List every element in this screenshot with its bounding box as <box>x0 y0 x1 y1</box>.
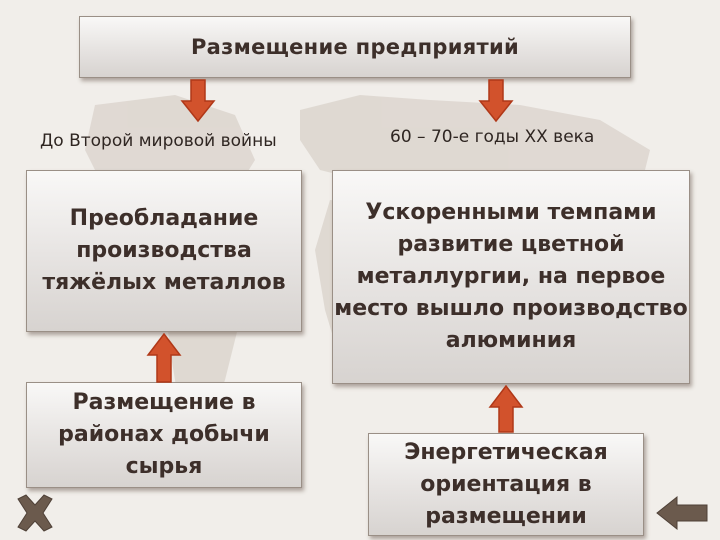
arrow-up-right <box>488 385 524 433</box>
arrow-down-right <box>478 79 514 123</box>
arrow-down-left <box>180 79 216 123</box>
box-raw-materials: Размещение в районах добычи сырья <box>26 382 302 488</box>
box-raw-materials-text: Размещение в районах добычи сырья <box>58 390 270 479</box>
close-icon[interactable] <box>14 493 56 533</box>
back-arrow-icon[interactable] <box>655 494 709 532</box>
box-heavy-metals-text: Преобладание производства тяжёлых металл… <box>42 206 286 295</box>
page-title: Размещение предприятий <box>190 35 520 59</box>
box-energy-text: Энергетическая ориентация в размещении <box>404 439 608 529</box>
title-box: Размещение предприятий <box>79 16 631 78</box>
arrow-up-left <box>146 333 182 383</box>
box-heavy-metals: Преобладание производства тяжёлых металл… <box>26 170 302 332</box>
box-nonferrous: Ускоренными темпами развитие цветной мет… <box>332 170 690 384</box>
label-sixties: 60 – 70-е годы XX века <box>390 127 595 147</box>
box-energy: Энергетическая ориентация в размещении <box>368 433 644 536</box>
label-before-war: До Второй мировой войны <box>40 131 277 151</box>
box-nonferrous-text: Ускоренными темпами развитие цветной мет… <box>334 200 688 353</box>
